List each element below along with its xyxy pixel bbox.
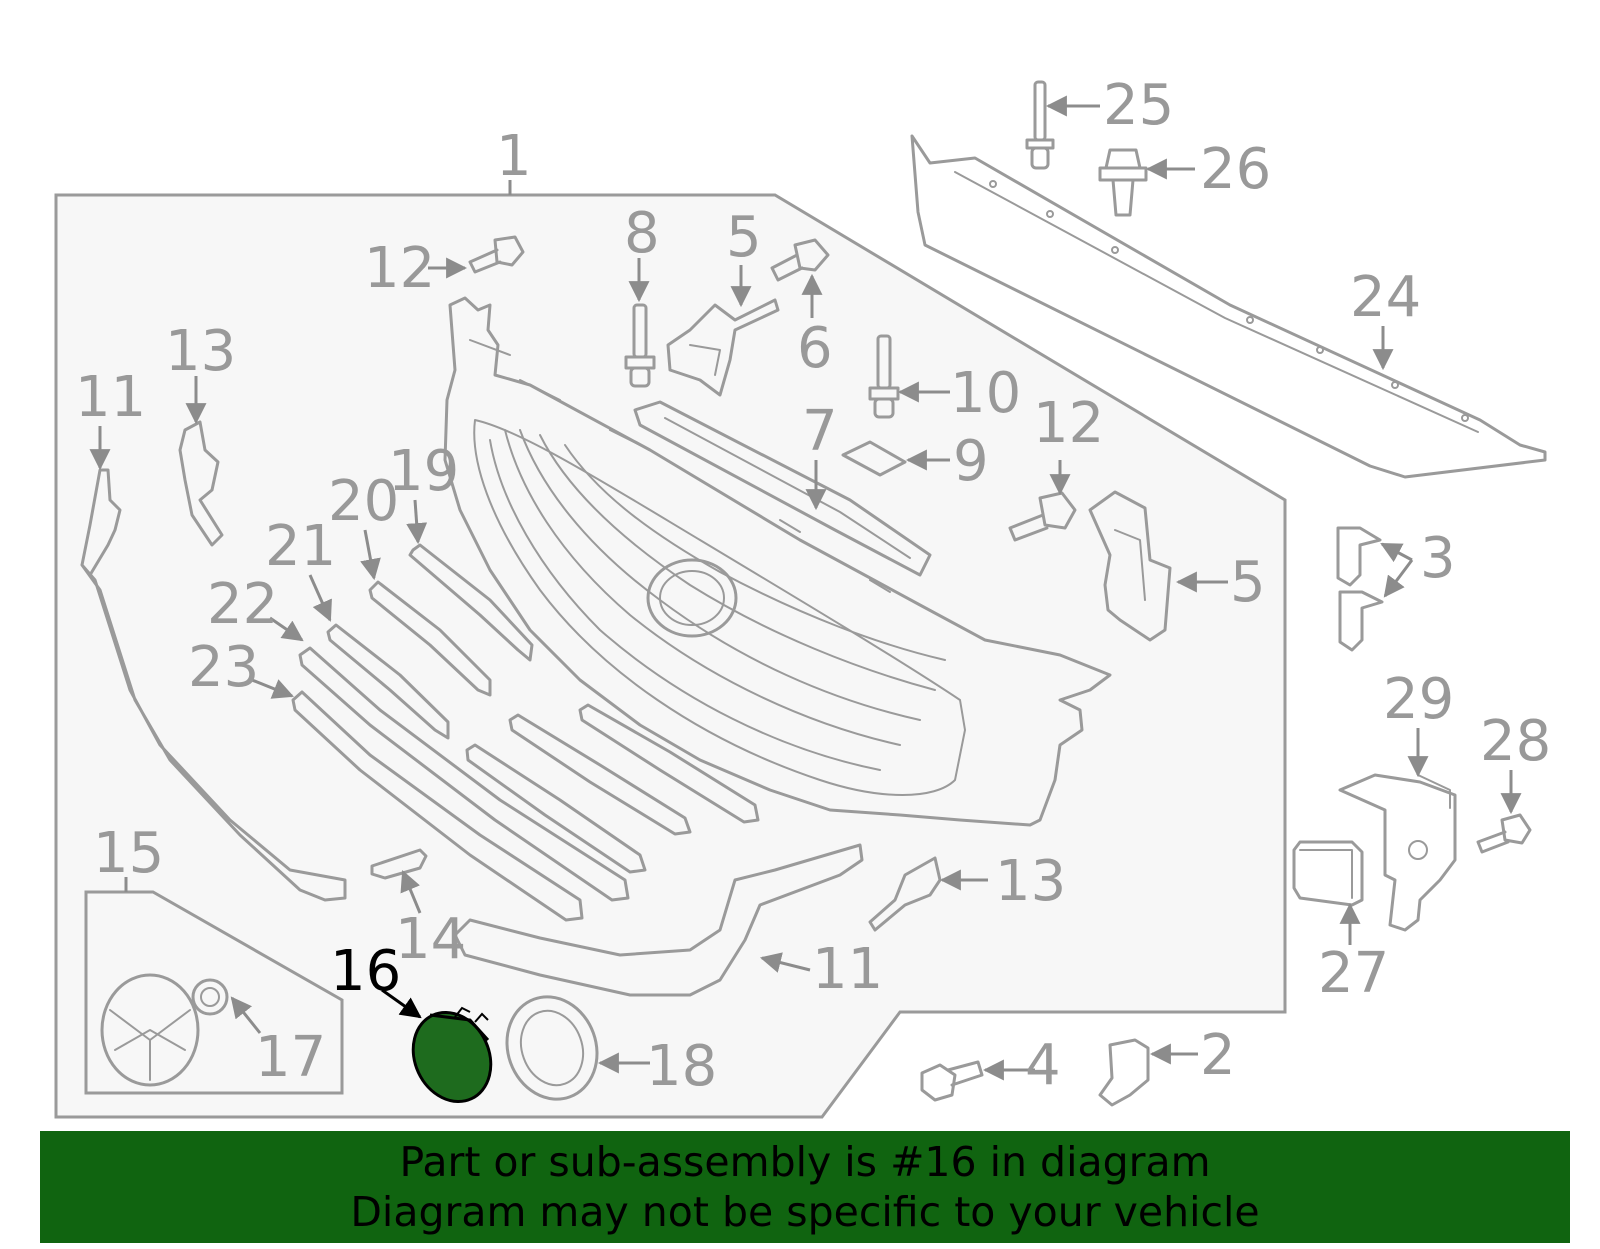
callout-4: 4 (1025, 1033, 1061, 1098)
part-5-bracket-right (1088, 490, 1172, 642)
part-16-cover-highlighted[interactable] (399, 1000, 505, 1115)
molding-strips (291, 543, 630, 922)
callout-28: 28 (1480, 709, 1551, 774)
callout-13-right: 13 (995, 849, 1066, 914)
part-9-pad (841, 440, 907, 477)
banner-line-1: Part or sub-assembly is #16 in diagram (399, 1138, 1211, 1186)
callout-11-right: 11 (812, 937, 883, 1002)
part-13-bracket-right (868, 856, 942, 932)
part-15-emblem (100, 973, 200, 1087)
callout-1: 1 (496, 124, 532, 189)
callout-5-upper: 5 (726, 205, 762, 270)
callout-9: 9 (953, 429, 989, 494)
part-14-bracket (370, 848, 428, 880)
callout-15: 15 (93, 821, 164, 886)
part-24-upper-shield (910, 134, 1547, 479)
callout-29: 29 (1383, 667, 1454, 732)
banner-line-2: Diagram may not be specific to your vehi… (350, 1188, 1260, 1236)
callout-13-left: 13 (165, 319, 236, 384)
callout-3: 3 (1420, 526, 1456, 591)
callout-21: 21 (265, 514, 336, 579)
callout-26: 26 (1200, 137, 1271, 202)
part-29-bracket (1338, 773, 1457, 932)
part-28-bolt (1476, 813, 1532, 854)
callout-23: 23 (188, 635, 259, 700)
info-banner: Part or sub-assembly is #16 in diagram D… (40, 1131, 1570, 1243)
callout-27: 27 (1318, 941, 1389, 1006)
part-7-reinforcement (633, 400, 932, 577)
part-8-bolt (624, 303, 656, 388)
part-5-bracket-upper (666, 298, 780, 397)
callout-7: 7 (802, 399, 838, 464)
callout-12-right: 12 (1033, 391, 1104, 456)
leader-arrows (89, 95, 1522, 1081)
callout-17: 17 (255, 1025, 326, 1090)
part-4-bolt (920, 1060, 984, 1102)
part-11-molding-right (453, 843, 864, 997)
part-11-molding-left (80, 468, 347, 902)
part-27-sensor (1292, 840, 1364, 907)
callout-14: 14 (395, 907, 466, 972)
part-6-bolt (770, 238, 830, 282)
callout-6: 6 (797, 316, 833, 381)
part-13-bracket-left (178, 420, 224, 547)
part-2-bracket (1098, 1038, 1150, 1107)
callout-24: 24 (1350, 265, 1421, 330)
callout-19: 19 (388, 439, 459, 504)
callout-2: 2 (1200, 1023, 1236, 1088)
part-12-bolt-upper (468, 235, 525, 274)
callout-11-left: 11 (75, 365, 146, 430)
main-grille (443, 296, 1112, 827)
callout-22: 22 (207, 572, 278, 637)
part-25-bolt (1025, 80, 1055, 170)
part-26-clip (1098, 148, 1148, 217)
callout-16: 16 (330, 939, 401, 1004)
callout-18: 18 (646, 1034, 717, 1099)
lower-strips (465, 703, 760, 874)
part-10-bolt (868, 334, 900, 419)
callout-10: 10 (950, 361, 1021, 426)
callout-20: 20 (328, 469, 399, 534)
assembly-outline (54, 193, 1287, 1119)
callout-12-upper: 12 (364, 236, 435, 301)
part-3-clips (1336, 526, 1384, 652)
part-18-ring (505, 995, 599, 1101)
callout-25: 25 (1103, 73, 1174, 138)
callout-8: 8 (624, 201, 660, 266)
callout-labels: 1 25 26 24 8 5 6 12 10 9 7 12 5 3 29 28 … (75, 73, 1551, 1099)
part-17-grommet (191, 978, 229, 1016)
callout-5-right: 5 (1230, 550, 1266, 615)
